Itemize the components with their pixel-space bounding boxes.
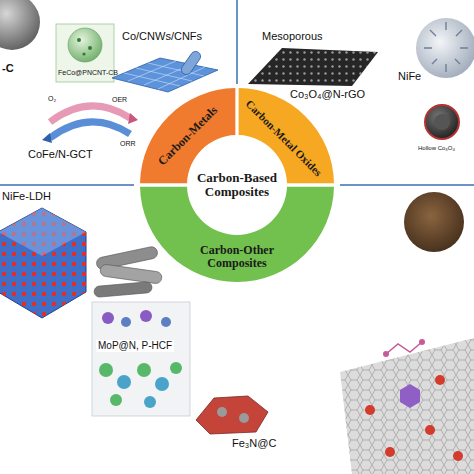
metal-atom [365, 405, 375, 415]
material-label: ORR [120, 140, 136, 148]
structure-panel [92, 302, 190, 416]
material-label: -C [2, 62, 14, 75]
panel-divider [0, 184, 134, 186]
ldh-sites [0, 208, 86, 318]
metal-atom [453, 451, 463, 461]
atom [117, 375, 131, 389]
center-circle: Carbon-Based Composites [189, 137, 285, 233]
graphene-lattice [340, 338, 474, 474]
active-site [400, 384, 420, 408]
graphene-sheet [340, 338, 474, 474]
arrow-head [128, 113, 138, 124]
molecule-atom [383, 351, 389, 357]
carbon-shell [217, 407, 227, 417]
material-label: Co₃O₄@N-rGO [290, 88, 365, 101]
panel-divider [236, 0, 238, 84]
arrow-head [42, 133, 52, 143]
atom [144, 396, 156, 408]
atom [140, 310, 152, 322]
particle-image [0, 0, 40, 50]
nanoparticle [82, 52, 85, 55]
ring-segment [140, 187, 334, 282]
material-label: Fe₃N@C [232, 437, 276, 450]
fiber [99, 264, 162, 285]
atom [102, 312, 114, 324]
sphere-petals [424, 22, 468, 72]
material-label: CoFe/N-GCT [28, 148, 93, 161]
material-label: Mesoporous [262, 30, 323, 43]
category-label: Carbon-Other Composites [189, 244, 285, 270]
metal-atom [385, 447, 395, 457]
atom [99, 363, 113, 377]
material-label: OER [112, 96, 127, 104]
material-label: NiFe-LDH [2, 190, 51, 203]
particle-cluster [196, 396, 268, 434]
material-label: O₂ [48, 95, 56, 103]
material-label: FeCo@PNCNT-CB [58, 69, 118, 77]
material-label: MoP@N, P-HCF [96, 340, 174, 352]
atom [121, 317, 131, 327]
nanoparticle [77, 38, 81, 42]
center-title: Carbon-Based Composites [191, 171, 283, 200]
micrograph-sphere [404, 192, 464, 252]
flower-sphere [416, 18, 474, 78]
ldh-cube [0, 208, 86, 318]
molecule [386, 342, 422, 354]
atom [155, 377, 169, 391]
carbon-sheet [112, 58, 218, 92]
hollow-core [434, 114, 450, 130]
orr-band [50, 122, 130, 138]
carbon-shell [239, 413, 249, 423]
atom [110, 394, 122, 406]
hollow-sphere [425, 105, 459, 139]
nanoparticle [88, 46, 92, 50]
panel-divider [340, 184, 474, 186]
sheet-pores [248, 48, 378, 86]
particle-sphere [68, 28, 102, 62]
atom [170, 362, 182, 374]
mesoporous-sheet [248, 48, 378, 86]
nanotube [179, 49, 202, 76]
atom [161, 317, 171, 327]
material-label: NiFe [398, 70, 421, 83]
cube-face [0, 208, 86, 256]
atom [137, 363, 151, 377]
material-label: Co/CNWs/CNFs [122, 30, 202, 43]
molecule-atom [419, 339, 425, 345]
metal-atom [435, 375, 445, 385]
metal-atom [425, 425, 435, 435]
fiber [94, 281, 153, 297]
material-label: Hollow Co₃O₄ [418, 145, 455, 152]
